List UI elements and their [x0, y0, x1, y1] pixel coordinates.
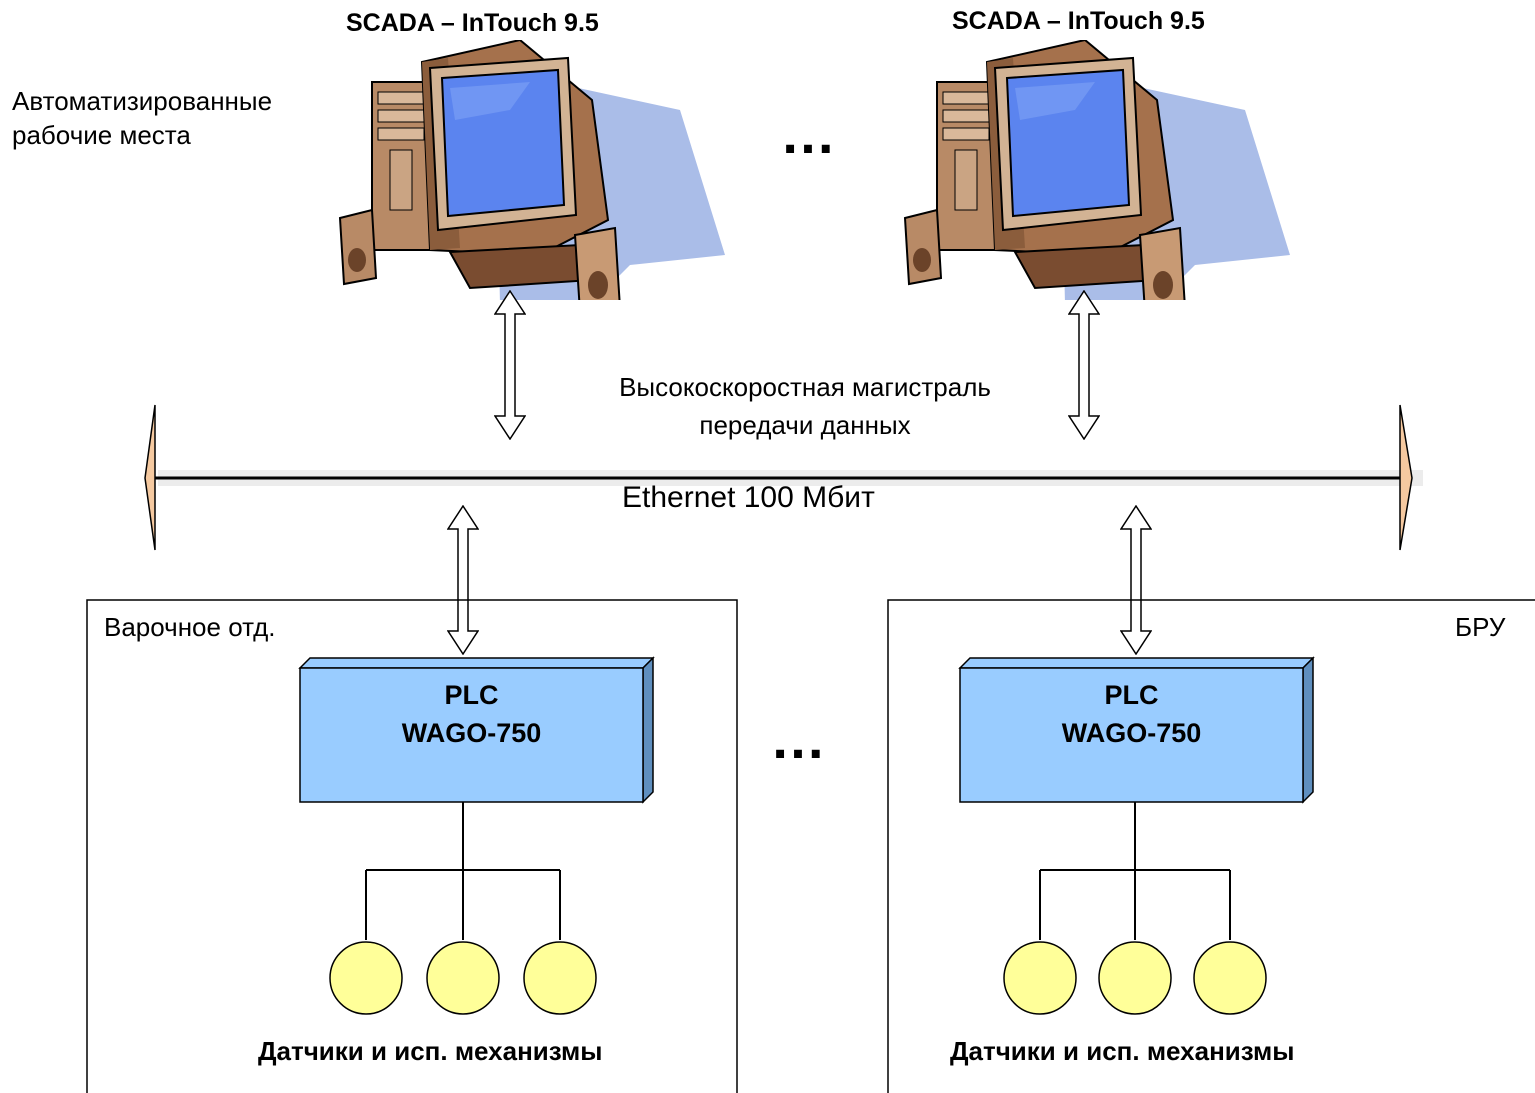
zones-ellipsis: …	[770, 707, 844, 770]
plc-label: PLC WAGO-750	[300, 676, 643, 752]
bidirectional-arrow-icon	[1068, 290, 1100, 440]
devices-label: Датчики и исп. механизмы	[950, 1036, 1295, 1066]
device-node-icon	[426, 941, 500, 1015]
bidirectional-arrow-icon	[447, 505, 479, 655]
device-tree	[365, 802, 561, 940]
device-node-icon	[329, 941, 403, 1015]
bus-end-left-icon	[144, 404, 156, 551]
device-node-icon	[1193, 941, 1267, 1015]
device-node-icon	[1098, 941, 1172, 1015]
workstations-ellipsis: …	[780, 102, 854, 165]
bidirectional-arrow-icon	[1120, 505, 1152, 655]
devices-label: Датчики и исп. механизмы	[258, 1036, 603, 1066]
zone-name: БРУ	[1455, 612, 1506, 642]
device-tree	[1039, 802, 1231, 940]
workstation-title: SCADA – InTouch 9.5	[952, 7, 1205, 35]
network-caption: Высокоскоростная магистраль передачи дан…	[619, 372, 991, 440]
network-label: Ethernet 100 Мбит	[622, 481, 875, 514]
bus-end-right-icon	[1399, 404, 1413, 551]
zone-box	[887, 599, 1535, 1093]
plc-label-line1: PLC	[444, 680, 499, 710]
workstation-title: SCADA – InTouch 9.5	[346, 9, 599, 37]
zone-box	[86, 599, 738, 1093]
plc-label-line2: WAGO-750	[401, 718, 542, 748]
plc-label: PLC WAGO-750	[960, 676, 1303, 752]
computer-workstation-icon	[904, 40, 1291, 300]
computer-workstation-icon	[339, 40, 726, 300]
plc-block	[298, 656, 655, 804]
workstations-label: Автоматизированные рабочие места	[12, 86, 273, 150]
device-node-icon	[523, 941, 597, 1015]
plc-block	[958, 656, 1315, 804]
ethernet-bus	[144, 404, 1423, 551]
zone-name: Варочное отд.	[104, 612, 276, 642]
plc-label-line2: WAGO-750	[1061, 718, 1202, 748]
bidirectional-arrow-icon	[494, 290, 526, 440]
device-node-icon	[1003, 941, 1077, 1015]
plc-label-line1: PLC	[1104, 680, 1159, 710]
